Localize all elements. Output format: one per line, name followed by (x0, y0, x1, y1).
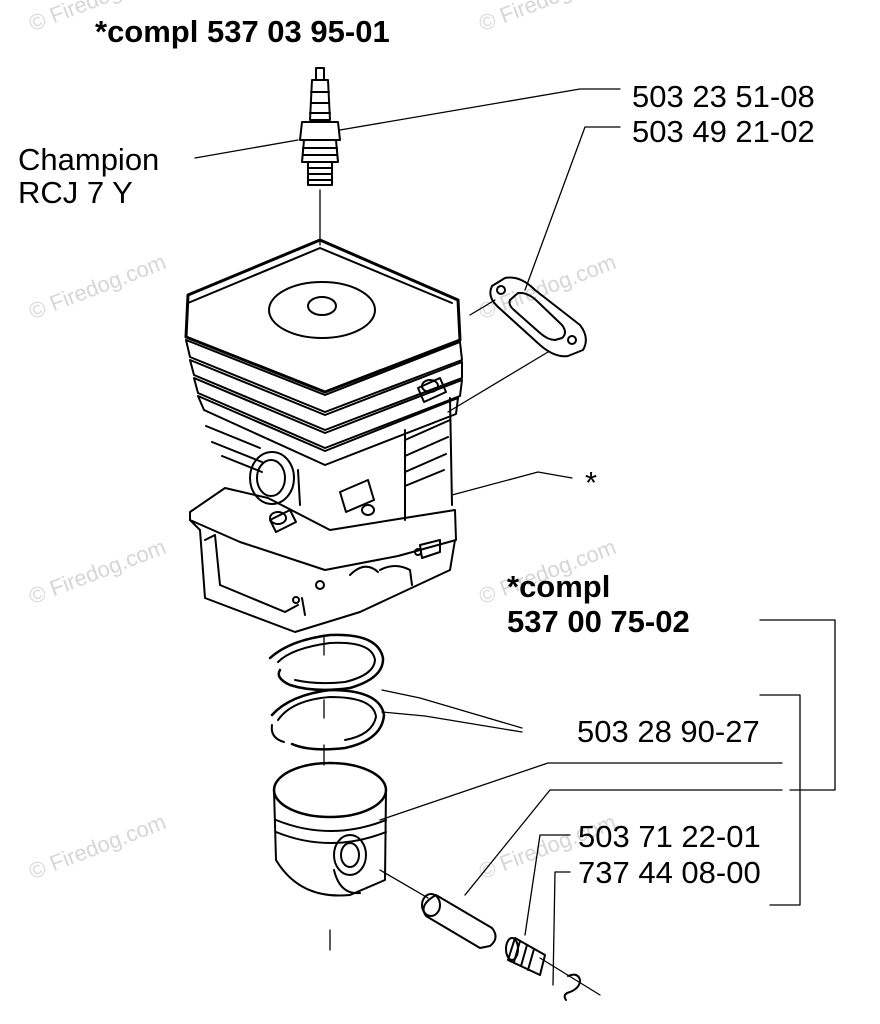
leader-gasket (524, 126, 621, 291)
piston (272, 761, 388, 897)
circlip (563, 973, 581, 1001)
spark-plug-brand: Champion (18, 142, 160, 177)
leader-circlip (552, 871, 571, 986)
kit-label: *compl 537 03 95-01 (95, 14, 390, 49)
leader-cylinder (451, 471, 573, 496)
kit2-label-line1: *compl (507, 569, 611, 604)
part-number-spark-plug: 503 23 51-08 (632, 79, 815, 114)
leader-bearing (524, 834, 571, 936)
part-number-circlip: 737 44 08-00 (578, 855, 761, 890)
leader-pin-axis (379, 869, 429, 899)
part-number-gasket: 503 49 21-02 (632, 114, 815, 149)
piston-pin (421, 893, 497, 949)
exhaust-gasket (489, 276, 587, 358)
leader-ring-2 (381, 711, 523, 733)
kit2-label-line2: 537 00 75-02 (507, 604, 690, 639)
part-number-rings: 503 28 90-27 (577, 714, 760, 749)
bracket-kit (759, 619, 836, 791)
leader-pin (464, 789, 783, 896)
leader-circlip-axis (539, 957, 601, 996)
cylinder-marker: * (585, 465, 598, 500)
leader-ring-1 (381, 689, 523, 729)
leader-piston (379, 762, 783, 821)
spark-plug-model: RCJ 7 Y (18, 175, 133, 210)
leader-gasket-port (447, 351, 549, 413)
needle-bearing (505, 937, 546, 976)
leader-lines (194, 88, 836, 996)
cylinder (184, 238, 463, 633)
part-number-pin-bearing: 503 71 22-01 (578, 819, 761, 854)
bracket-pin (759, 694, 801, 906)
piston-rings (268, 633, 386, 751)
leader-champion (194, 139, 299, 159)
spark-plug (299, 67, 341, 186)
leader-gasket-cyl (469, 299, 496, 316)
leader-spark-plug (339, 88, 621, 131)
